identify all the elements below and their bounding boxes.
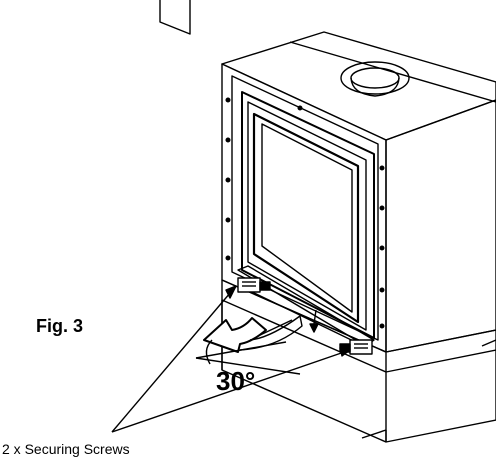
tilt-arrow (204, 316, 302, 352)
angle-indicator (196, 340, 300, 374)
securing-screws-label: 2 x Securing Screws (2, 441, 130, 457)
screw-left (238, 278, 270, 292)
screw-right (340, 340, 372, 354)
stove-side (386, 100, 496, 352)
angle-label: 30° (216, 366, 256, 396)
figure-label: Fig. 3 (36, 316, 84, 336)
door (238, 92, 374, 350)
callout-lines (112, 286, 350, 432)
cropped-panel (160, 0, 190, 34)
